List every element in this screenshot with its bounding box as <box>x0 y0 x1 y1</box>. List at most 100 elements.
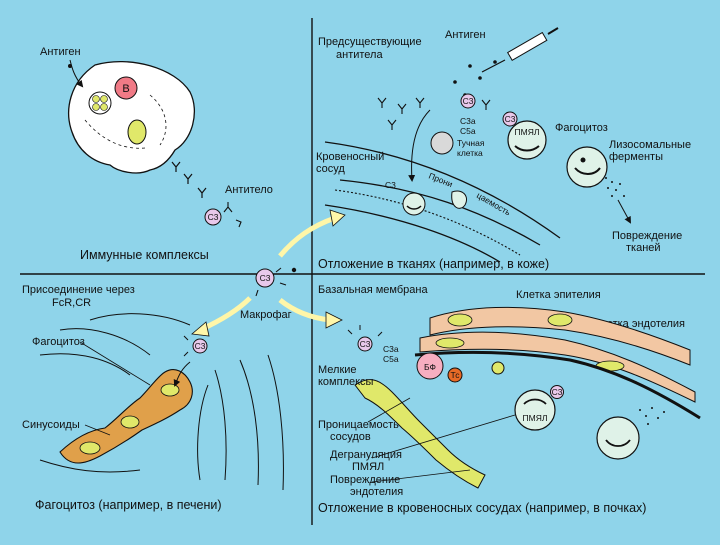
pmn-degranulating <box>596 416 640 460</box>
c3-complement-tissue <box>460 93 476 109</box>
arrow-head <box>325 311 343 329</box>
antigen-granule <box>92 95 100 103</box>
immune-complexes-title: Иммунные комплексы <box>80 248 209 262</box>
preexisting-antibodies-line1: Предсуществующие <box>318 36 422 48</box>
arrow-head <box>191 321 210 337</box>
b-cell-label: B <box>122 83 129 95</box>
small-complexes-line1: Мелкие <box>318 364 357 376</box>
small-complexes-line2: комплексы <box>318 376 374 388</box>
vascular-permeability-line2: сосудов <box>330 431 371 443</box>
c3-complement-center <box>255 268 275 288</box>
attachment-line1: Присоединение через <box>22 284 135 296</box>
vessel-wall-top <box>324 141 561 239</box>
kupffer-cell-chain <box>59 369 193 464</box>
antigen-cluster <box>88 91 112 115</box>
leader-phagocytosis <box>79 341 151 386</box>
complex-antibodies <box>223 202 242 228</box>
c3-label: C3 <box>463 96 474 106</box>
platelet-small <box>491 361 505 375</box>
vessel-wall-middle <box>339 179 541 246</box>
basophil-label: БФ <box>424 362 436 372</box>
pmn-nucleus <box>605 439 631 447</box>
basement-membrane-line <box>414 350 701 420</box>
lysosomal-enzymes-line2: ферменты <box>609 151 663 163</box>
plasma-cell-group: B <box>68 61 195 174</box>
pmn-degranulation-line2: ПМЯЛ <box>352 461 384 473</box>
c3-label: C3 <box>552 387 563 397</box>
c3-label: C3 <box>195 341 206 351</box>
c3-label: C3 <box>208 212 219 222</box>
c3-label: C3 <box>360 339 371 349</box>
phagosome-dot <box>580 157 586 163</box>
antigen-arrow <box>69 59 84 88</box>
mast-cell <box>430 131 454 155</box>
blood-vessel-line2: сосуд <box>316 163 345 175</box>
vessel-deposition-title: Отложение в кровеносных сосудах (наприме… <box>318 501 646 515</box>
lysosomal-enzymes-line1: Лизосомальные <box>609 139 691 151</box>
antigen-granule <box>100 95 108 103</box>
er-dashed <box>149 94 167 146</box>
antigen-granule <box>100 103 108 111</box>
basophil <box>416 352 444 380</box>
syringe <box>481 27 559 73</box>
tissue-deposition-title: Отложение в тканях (например, в коже) <box>318 257 549 271</box>
endothelial-layer <box>419 331 696 403</box>
antigen-label-left: Антиген <box>40 46 81 58</box>
small-complex-antibodies <box>347 325 383 337</box>
pmn-migrating <box>451 190 467 209</box>
leader-sinusoids <box>84 424 111 436</box>
pmn-label-vessel: ПМЯЛ <box>523 413 548 423</box>
c3a-label-vessel: C3a <box>383 344 399 354</box>
leader-degranulation <box>371 414 516 459</box>
antigen-dot <box>68 64 72 68</box>
phagocytosis-liver-title: Фагоцитоз (например, в печени) <box>35 498 222 512</box>
er-dashed <box>84 119 146 149</box>
phagocytosis-label-left: Фагоцитоз <box>32 336 85 348</box>
pmn-nucleus <box>514 145 540 152</box>
preexisting-antibodies-line2: антитела <box>336 49 383 61</box>
attachment-line2: FcR,CR <box>52 297 91 309</box>
arrow-to-tissue <box>278 215 336 258</box>
pmn-nucleus <box>574 167 601 175</box>
c5a-label: C5a <box>460 126 476 136</box>
c3-label: C3 <box>505 114 516 124</box>
epithelial-layer <box>429 306 691 366</box>
leader-endothelial-damage <box>371 469 471 483</box>
center-dot <box>291 267 297 273</box>
endothelial-damage-line2: эндотелия <box>350 486 403 498</box>
pmn-in-vessel <box>402 192 426 216</box>
plasma-cell <box>68 61 195 174</box>
c3-complement-pmn <box>502 111 518 127</box>
mast-cell-line2: клетка <box>457 148 483 158</box>
pmn-degranulation-line1: Дегрануляция <box>330 449 402 461</box>
antibody-icons-left <box>171 161 207 198</box>
enzyme-dots <box>605 177 625 197</box>
c3-label: C3 <box>260 273 271 283</box>
mast-cell-line1: Тучная <box>457 138 485 148</box>
pmn-cell-vessel <box>514 389 556 431</box>
phagocytosis-label-top: Фагоцитоз <box>555 122 608 134</box>
damage-arrow <box>617 199 631 224</box>
pmn-nucleus <box>523 398 547 405</box>
vessel-wall-dashed <box>334 189 521 256</box>
arrow-head <box>329 209 346 227</box>
c3-complement-left <box>204 208 222 226</box>
nucleus <box>127 119 147 145</box>
vascular-permeability-line1: Проницаемость <box>318 419 399 431</box>
c3a-label: C3a <box>460 116 476 126</box>
pmn-cell-top <box>507 120 547 160</box>
sinusoid-outlines <box>39 313 284 491</box>
platelet <box>447 367 463 383</box>
liver-antibodies <box>183 335 189 357</box>
c3-to-vessel-arrow <box>408 109 431 182</box>
basement-membrane-label: Базальная мембрана <box>318 284 428 296</box>
antibody-label: Антитело <box>225 184 273 196</box>
antibody-icons-right <box>377 97 491 130</box>
vessel-wall-bottom <box>324 204 501 263</box>
antigen-label-right: Антиген <box>445 29 486 41</box>
pmn-nucleus <box>406 205 422 210</box>
blood-vessel-line1: Кровеносный <box>316 151 384 163</box>
center-antibodies <box>255 267 287 297</box>
